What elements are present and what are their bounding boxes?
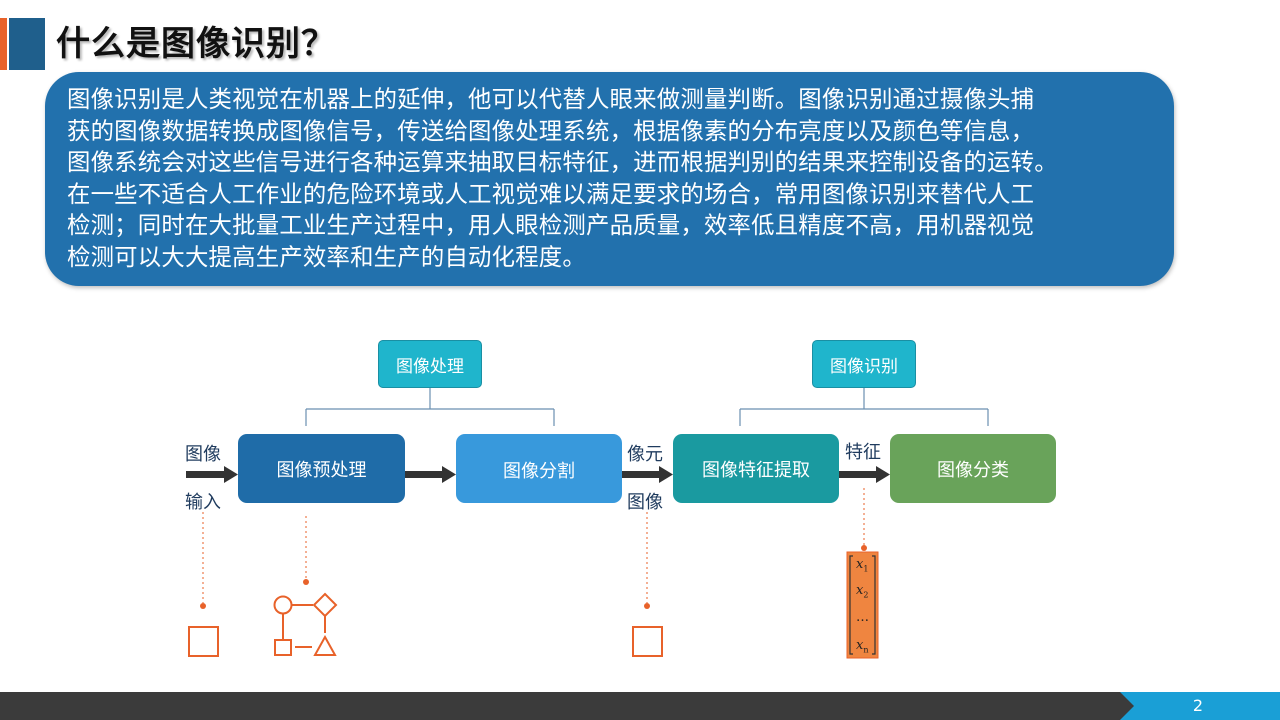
input-image-square-icon — [188, 626, 219, 657]
intro-line-5: 检测；同时在大批量工业生产过程中，用人眼检测产品质量，效率低且精度不高，用机器视… — [67, 211, 1035, 239]
label-input-image: 图像 — [185, 444, 221, 465]
label-feature: 特征 — [845, 442, 881, 463]
step-image-classification: 图像分类 — [890, 434, 1056, 503]
intro-line-3: 图像系统会对这些信号进行各种运算来抽取目标特征，进而根据判别的结果来控制设备的运… — [67, 148, 1058, 176]
diagram-connectors — [186, 388, 989, 659]
flow-arrow-input — [186, 466, 238, 483]
vector-entry-x1: x1 — [856, 557, 869, 574]
label-pixel: 像元 — [627, 444, 663, 465]
feature-vector-icon — [846, 551, 879, 659]
vector-entry-x2: x2 — [856, 583, 869, 600]
title-accent-orange — [0, 18, 7, 70]
flow-arrow-preprocess-segment — [405, 466, 456, 483]
dotted-leader-pixel — [644, 512, 650, 609]
vector-entry-xn: xn — [856, 638, 869, 655]
pixel-image-square-icon — [632, 626, 663, 657]
label-pixel-image: 图像 — [627, 492, 663, 513]
intro-line-6: 检测可以大大提高生产效率和生产的自动化程度。 — [67, 242, 586, 271]
intro-line-1: 图像识别是人类视觉在机器上的延伸，他可以代替人眼来做测量判断。图像识别通过摄像头… — [67, 85, 1035, 113]
dotted-leader-preprocess — [303, 516, 309, 585]
intro-line-2: 获的图像数据转换成图像信号，传送给图像处理系统，根据像素的分布亮度以及颜色等信息… — [67, 116, 1035, 145]
flow-arrow-segment-feature — [621, 466, 673, 483]
intro-box: 图像识别是人类视觉在机器上的延伸，他可以代替人眼来做测量判断。图像识别通过摄像头… — [45, 72, 1174, 286]
processing-bracket — [305, 388, 555, 426]
step-feature-extraction: 图像特征提取 — [673, 434, 839, 503]
pipeline-diagram: 图像处理 图像识别 图像预处理 图像分割 图像特征提取 图像分类 图像 输入 像… — [185, 340, 1056, 659]
dotted-leader-feature — [861, 488, 867, 551]
preprocess-shapes-icon — [273, 592, 338, 656]
intro-line-4: 在一些不适合人工作业的危险环境或人工视觉难以满足要求的场合，常用图像识别来替代人… — [67, 179, 1035, 208]
label-input: 输入 — [185, 492, 221, 513]
group-image-recognition: 图像识别 — [812, 340, 916, 388]
page-number: 2 — [1192, 696, 1204, 715]
flow-arrow-feature-classify — [838, 466, 890, 483]
vector-entry-dots: … — [856, 610, 869, 625]
title-accent-blue — [9, 18, 45, 70]
group-image-processing: 图像处理 — [378, 340, 482, 388]
step-image-preprocessing: 图像预处理 — [238, 434, 405, 503]
step-image-segmentation: 图像分割 — [456, 434, 622, 503]
footer-bar — [0, 692, 1280, 720]
page-title: 什么是图像识别？ — [56, 24, 336, 64]
recognition-bracket — [739, 388, 989, 426]
dotted-leader-input — [200, 512, 206, 609]
footer-page-tab — [1120, 692, 1280, 720]
